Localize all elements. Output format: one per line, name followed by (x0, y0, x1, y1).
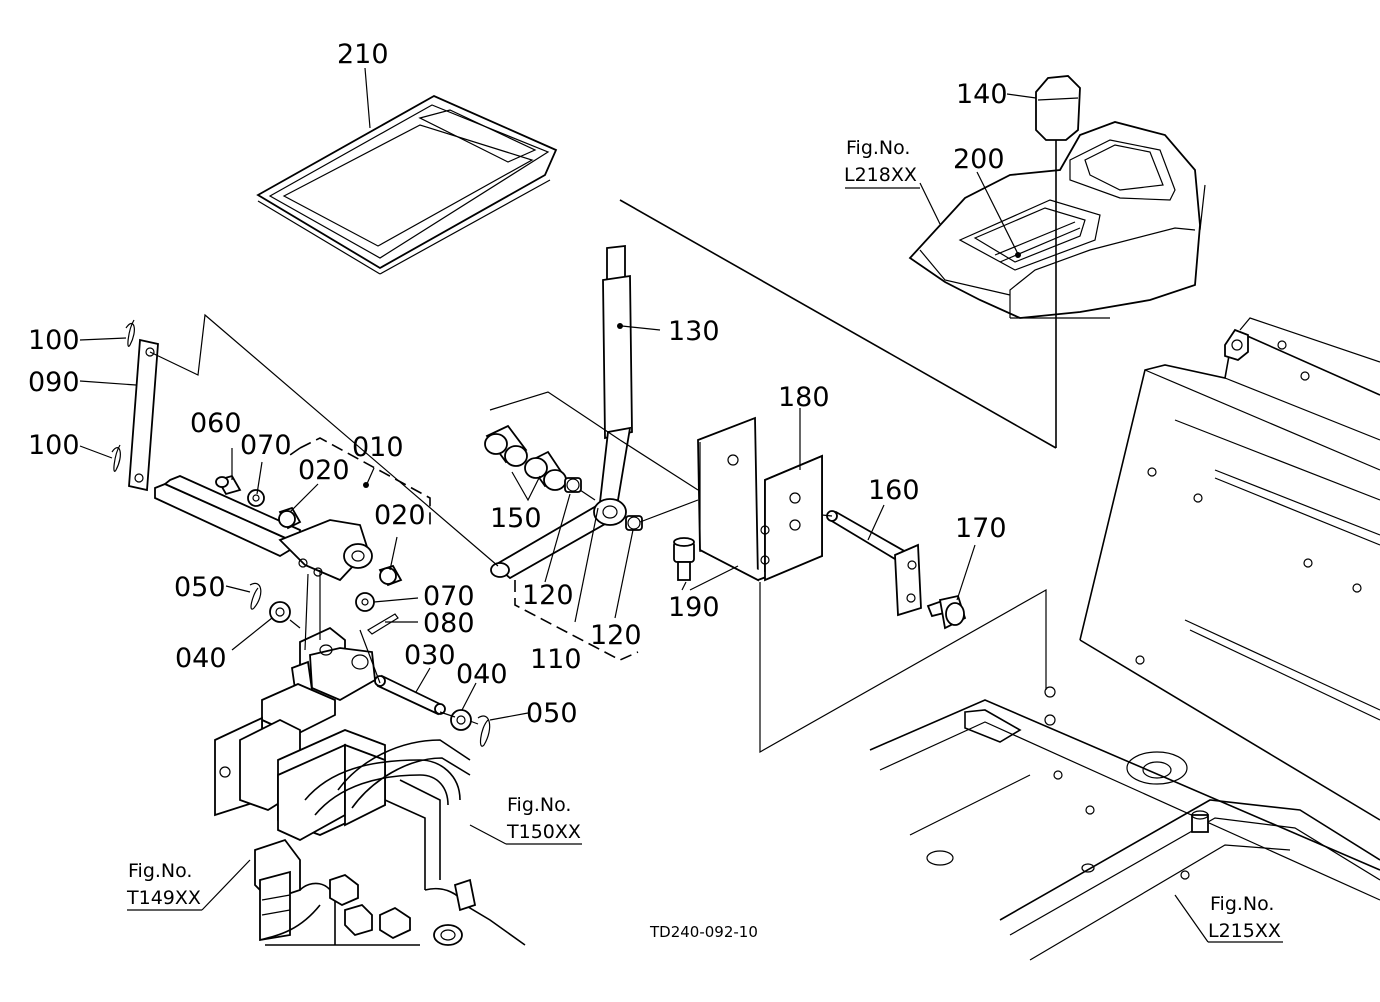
label-210: 210 (337, 39, 389, 70)
valve-assembly (214, 626, 526, 946)
fig-ref-t149-line1: Fig.No. (128, 860, 192, 882)
label-010: 010 (352, 432, 404, 463)
label-120-b: 120 (590, 620, 642, 651)
fig-ref-l218-line1: Fig.No. (846, 137, 910, 159)
console-housing (908, 121, 1206, 319)
part-150-collars (484, 424, 567, 491)
guide-lines (149, 313, 1047, 754)
label-130: 130 (668, 316, 720, 347)
part-170-bolt (926, 594, 967, 630)
label-150: 150 (490, 503, 542, 534)
part-020-bushes (278, 506, 403, 587)
leader-lines (79, 67, 1283, 943)
label-030: 030 (404, 640, 456, 671)
label-200: 200 (953, 144, 1005, 175)
label-160: 160 (868, 475, 920, 506)
label-070-a: 070 (240, 430, 292, 461)
label-100-a: 100 (28, 325, 80, 356)
fig-ref-l215-line1: Fig.No. (1210, 893, 1274, 915)
part-labels: 210 140 200 130 180 160 170 190 150 120 … (28, 39, 1008, 729)
part-040-washers (269, 601, 472, 731)
fig-ref-t150-line1: Fig.No. (507, 794, 571, 816)
fig-ref-l218-line2: L218XX (844, 164, 917, 186)
part-140-knob (619, 75, 1081, 449)
label-190: 190 (668, 592, 720, 623)
label-100-b: 100 (28, 430, 80, 461)
figure-references: Fig.No. L218XX Fig.No. T150XX Fig.No. T1… (126, 137, 1281, 942)
label-050-b: 050 (526, 698, 578, 729)
part-190-bolt (673, 537, 695, 581)
label-060: 060 (190, 408, 242, 439)
fig-ref-t149-line2: T149XX (126, 887, 201, 909)
part-100-clips (111, 319, 135, 472)
label-040-a: 040 (175, 643, 227, 674)
part-010-lever (154, 475, 373, 582)
floor-deck (869, 317, 1380, 961)
part-160-pin (826, 510, 922, 617)
label-170: 170 (955, 513, 1007, 544)
part-120-bushes (564, 477, 643, 531)
label-040-b: 040 (456, 659, 508, 690)
part-070-washers (247, 489, 375, 612)
label-180: 180 (778, 382, 830, 413)
part-090-link (128, 338, 159, 492)
label-090: 090 (28, 367, 80, 398)
part-030-pin (374, 674, 446, 716)
part-180-bracket (697, 416, 823, 582)
diagram-code: TD240-092-10 (649, 923, 758, 941)
part-130-lever (598, 244, 633, 504)
part-050-clips (249, 582, 491, 747)
label-140: 140 (956, 79, 1008, 110)
label-070-b: 070 (423, 581, 475, 612)
part-080-cotter (367, 613, 399, 635)
label-080: 080 (423, 608, 475, 639)
part-060-pin (215, 474, 242, 496)
fig-ref-l215-line2: L215XX (1208, 920, 1281, 942)
fig-ref-t150-line2: T150XX (506, 821, 581, 843)
part-110-shaft (490, 489, 627, 580)
label-020-a: 020 (298, 455, 350, 486)
label-020-b: 020 (374, 500, 426, 531)
label-120-a: 120 (522, 580, 574, 611)
label-110: 110 (530, 644, 582, 675)
assembly-outlines (289, 437, 639, 661)
label-050-a: 050 (174, 572, 226, 603)
part-210-sheet (256, 94, 558, 275)
